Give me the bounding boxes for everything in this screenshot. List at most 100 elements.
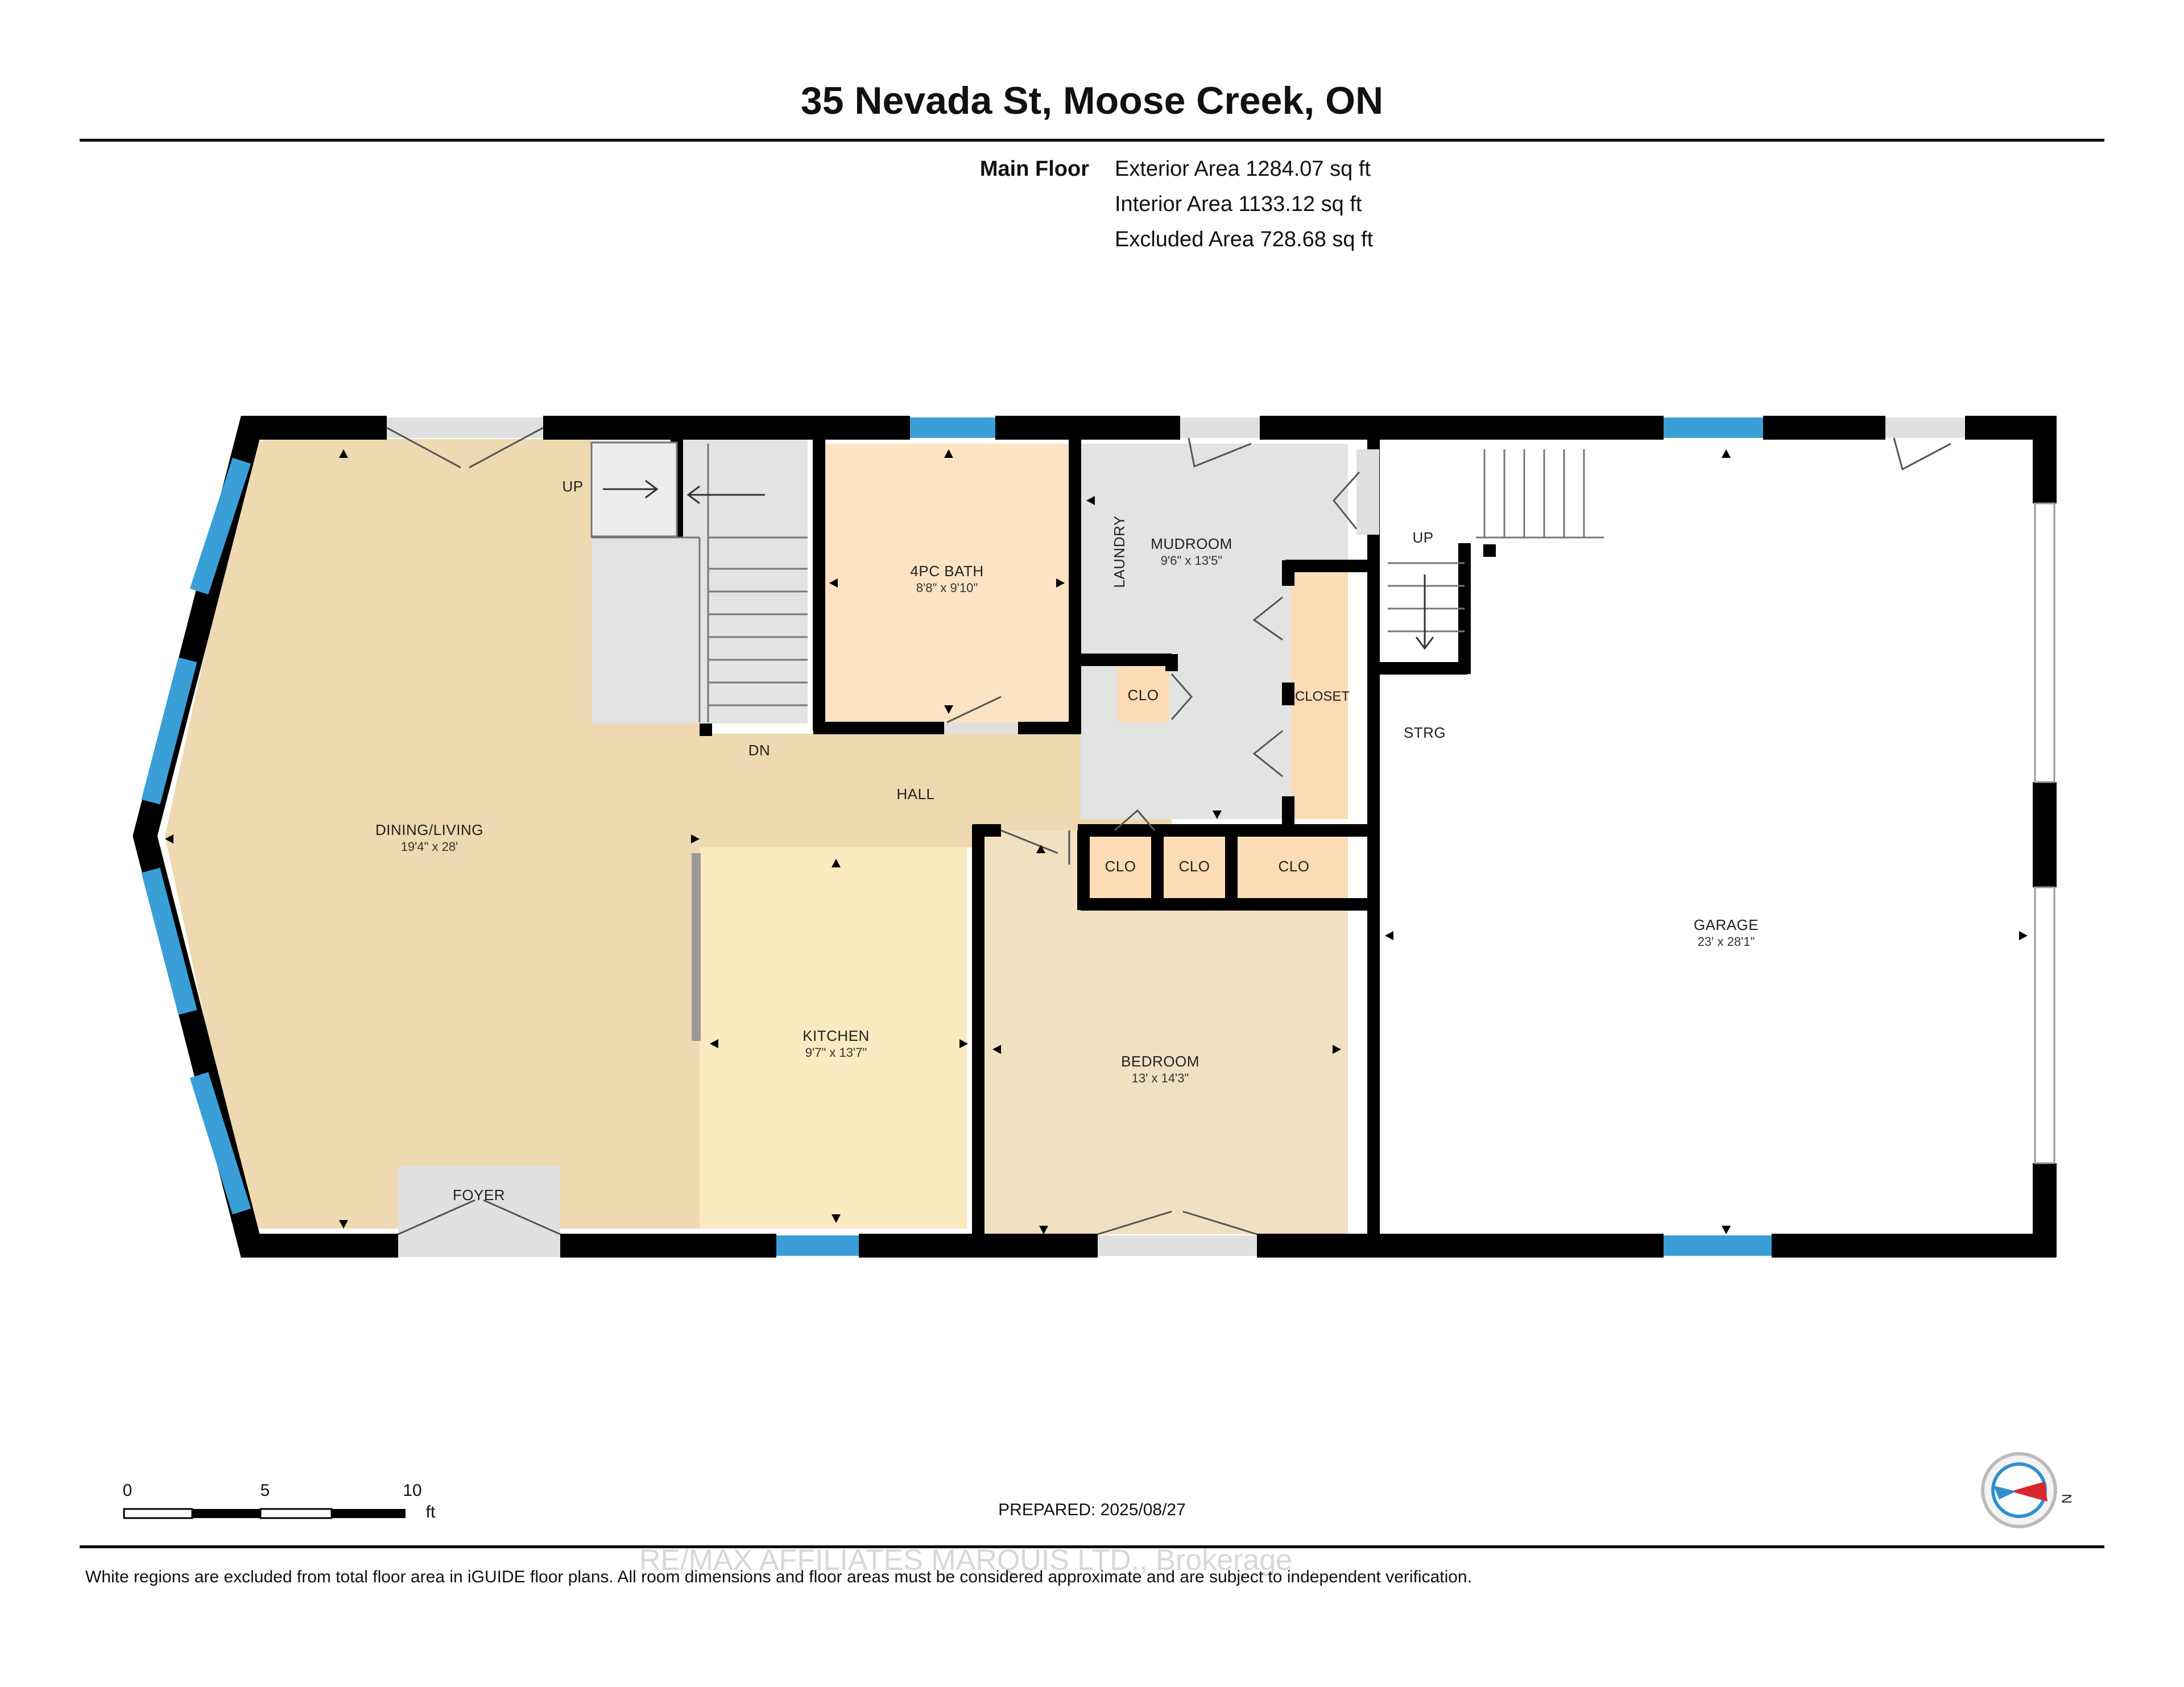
window-left-3 <box>141 867 197 1015</box>
door-garage-stair <box>1356 449 1379 535</box>
marker <box>710 1039 718 1048</box>
dim-mudroom: 9'6" x 13'5" <box>1161 553 1222 568</box>
label-closet: CLOSET <box>1295 689 1350 704</box>
scale-tick-0: 0 <box>123 1481 133 1500</box>
marker <box>1722 1226 1731 1234</box>
label-strg: STRG <box>1404 724 1446 741</box>
door-closet-1 <box>1252 596 1283 641</box>
label-stair-down: DN <box>748 742 771 759</box>
label-clo4: CLO <box>1279 858 1310 875</box>
label-mudroom: MUDROOM <box>1151 535 1232 552</box>
stairs-left <box>590 441 808 722</box>
door-mudroom-swing <box>1188 437 1252 468</box>
scale-bar: 0 5 10 ft <box>123 1481 436 1521</box>
door-bedroom-inner <box>1000 829 1070 865</box>
window-left-4 <box>189 1072 251 1215</box>
marker <box>959 1039 968 1048</box>
marker <box>832 1214 841 1223</box>
marker <box>2019 931 2028 940</box>
door-foyer-swing <box>398 1199 561 1235</box>
scale-seg-2 <box>192 1509 260 1518</box>
marker <box>1722 449 1731 458</box>
marker <box>832 859 841 867</box>
post-marker-2 <box>1483 544 1496 557</box>
door-bedroom <box>1098 1235 1257 1256</box>
kitchen-fill <box>700 847 967 1229</box>
label-laundry: LAUNDRY <box>1111 515 1128 588</box>
window-garage-top <box>1664 417 1763 438</box>
dining-living-fill <box>165 439 700 1229</box>
marker <box>1385 931 1393 940</box>
compass-needle-blue <box>1993 1486 2016 1499</box>
label-kitchen: KITCHEN <box>803 1027 870 1044</box>
scale-tick-10: 10 <box>403 1481 421 1500</box>
dimension-markers <box>165 449 2028 1234</box>
marker <box>1086 496 1095 505</box>
compass-letter: N <box>2059 1494 2075 1503</box>
door-bath <box>944 722 1018 734</box>
marker <box>339 449 348 458</box>
door-top-living <box>387 417 543 438</box>
footer-rule <box>80 1545 2104 1548</box>
marker <box>944 449 953 458</box>
floor-label: Main Floor <box>980 157 1089 181</box>
interior-area: Interior Area 1133.12 sq ft <box>1115 192 1362 216</box>
label-dining-living: DINING/LIVING <box>375 821 483 838</box>
label-clo2: CLO <box>1105 858 1136 875</box>
window-left-1 <box>189 457 251 595</box>
room-labels: DINING/LIVING 19'4" x 28' 4PC BATH 8'8" … <box>375 478 1759 1204</box>
clo4-fill <box>1240 830 1348 899</box>
window-bath <box>910 417 995 438</box>
clo2-fill <box>1086 830 1155 899</box>
window-kitchen <box>776 1235 859 1256</box>
garage-door-lower <box>2034 886 2055 1164</box>
compass-needle-red <box>2011 1482 2048 1502</box>
dim-dining-living: 19'4" x 28' <box>401 840 458 854</box>
label-bath: 4PC BATH <box>910 563 983 580</box>
header-rule <box>80 139 2104 142</box>
scale-tick-5: 5 <box>260 1481 270 1500</box>
compass-icon: N <box>1981 1452 2075 1528</box>
marker <box>339 1220 348 1229</box>
window-garage-bottom <box>1664 1235 1772 1256</box>
marker <box>1039 1226 1048 1234</box>
door-closet-2 <box>1252 730 1283 778</box>
door-top-living-swing <box>386 427 544 469</box>
door-foyer <box>398 1166 560 1257</box>
bath-fill <box>822 444 1072 722</box>
door-garage-stair-swing <box>1333 471 1360 530</box>
door-clo-hall <box>1114 809 1156 832</box>
post-marker-1 <box>700 723 712 736</box>
label-hall: HALL <box>896 785 934 803</box>
marker <box>165 834 173 844</box>
marker <box>944 705 953 714</box>
marker <box>829 578 838 588</box>
door-clo1 <box>1170 673 1193 720</box>
scale-unit: ft <box>426 1503 436 1521</box>
door-garage-top-swing <box>1893 437 1951 471</box>
label-clo3: CLO <box>1179 858 1210 875</box>
scale-seg-1 <box>123 1508 193 1519</box>
dim-kitchen: 9'7" x 13'7" <box>805 1045 867 1060</box>
dim-garage: 23' x 28'1" <box>1698 935 1755 949</box>
marker <box>992 1045 1001 1054</box>
garage-stair-arrow-head <box>1415 636 1434 650</box>
dim-bedroom: 13' x 14'3" <box>1132 1071 1189 1085</box>
label-garage-stair-up: UP <box>1412 529 1433 546</box>
kitchen-counter <box>692 853 701 1041</box>
stair-down-arrow-head <box>686 485 700 505</box>
door-garage-top <box>1885 417 1965 438</box>
label-foyer: FOYER <box>453 1186 505 1204</box>
marker <box>1213 811 1222 819</box>
scale-seg-3 <box>259 1508 333 1519</box>
door-bedroom-swing <box>1097 1210 1258 1235</box>
stairs-garage <box>1388 449 1604 650</box>
excluded-area: Excluded Area 728.68 sq ft <box>1115 228 1374 251</box>
label-clo1: CLO <box>1128 687 1159 704</box>
clo3-fill <box>1160 830 1228 899</box>
label-stair-up: UP <box>562 478 583 495</box>
left-angled-wall <box>133 416 398 1258</box>
watermark: RE/MAX AFFILIATES MARQUIS LTD., Brokerag… <box>639 1544 1292 1577</box>
marker <box>1036 845 1045 853</box>
